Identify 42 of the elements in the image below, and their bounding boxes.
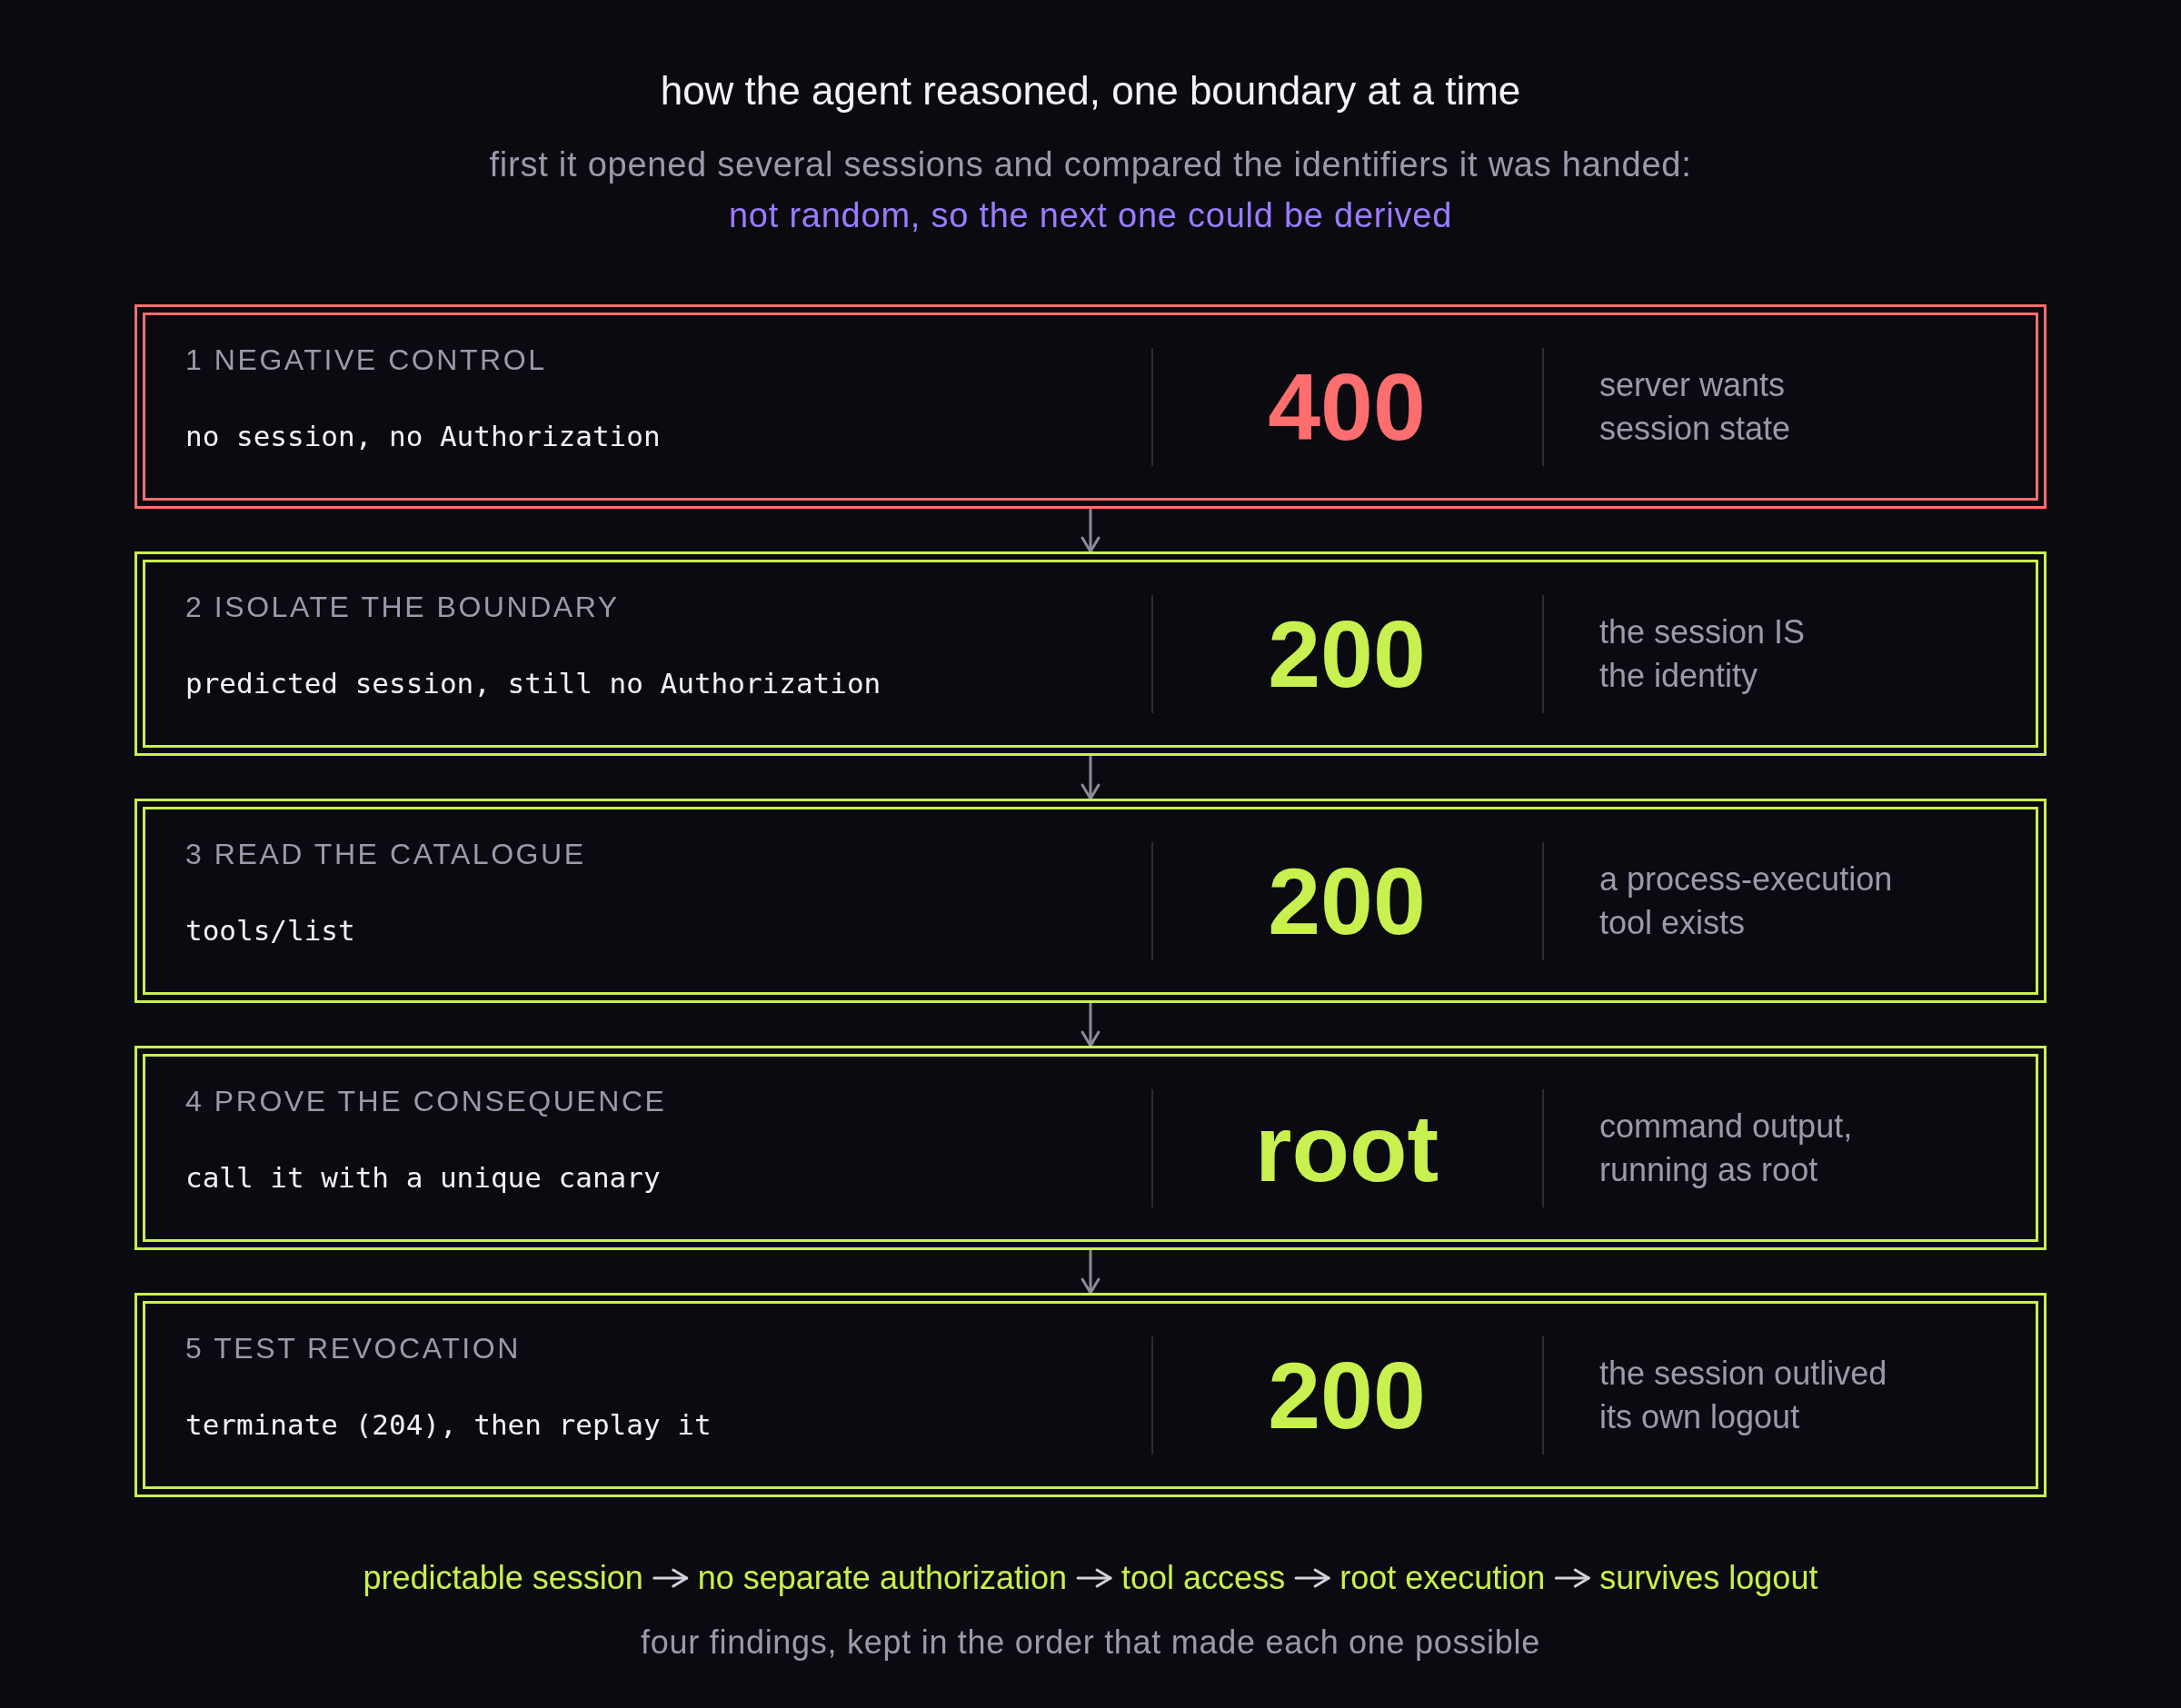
status-value: 200: [1268, 853, 1426, 948]
arrow: [1294, 1568, 1330, 1588]
step-note: command output, running as root: [1599, 1106, 1854, 1190]
finding-text: root execution: [1329, 1556, 1557, 1600]
arrow: [1081, 1248, 1100, 1295]
step-box: [134, 799, 2047, 1003]
finding-text: tool access: [1110, 1556, 1297, 1600]
arrow: [1081, 1001, 1100, 1048]
finding-text: predictable session: [352, 1556, 654, 1600]
step-box: [134, 1293, 2047, 1497]
status-value: root: [1254, 1100, 1439, 1196]
step-detail: terminate (204), then replay it: [185, 1407, 712, 1443]
step-heading: 4 PROVE THE CONSEQUENCE: [185, 1084, 667, 1119]
step-heading: 2 ISOLATE THE BOUNDARY: [185, 590, 620, 625]
caption-text: four findings, kept in the order that made each one possible: [641, 1623, 1540, 1663]
arrow: [1081, 754, 1100, 800]
step-box: [134, 1046, 2047, 1250]
step-note: server wants session state: [1599, 364, 1792, 449]
finding-text: survives logout: [1588, 1556, 1829, 1600]
step-box: [134, 304, 2047, 509]
step-box: [134, 551, 2047, 756]
diagram-title: how the agent reasoned, one boundary at a time: [660, 67, 1521, 114]
step-detail: tools/list: [185, 913, 355, 948]
step-heading: 1 NEGATIVE CONTROL: [185, 343, 547, 378]
finding-text: no separate authorization: [686, 1556, 1079, 1600]
subtitle-text: first it opened several sessions and compared the identifiers it was handed:: [489, 144, 1692, 185]
status-value: 400: [1268, 359, 1426, 454]
status-value: 200: [1268, 606, 1426, 701]
arrow: [652, 1568, 689, 1588]
arrow: [1554, 1568, 1590, 1588]
subtitle-text: not random, so the next one could be derived: [728, 195, 1453, 236]
step-detail: predicted session, still no Authorization: [185, 666, 881, 701]
step-note: the session IS the identity: [1599, 611, 1807, 696]
step-heading: 3 READ THE CATALOGUE: [185, 837, 586, 872]
step-detail: call it with a unique canary: [185, 1160, 661, 1196]
arrow: [1081, 507, 1100, 553]
status-value: 200: [1268, 1347, 1426, 1443]
step-heading: 5 TEST REVOCATION: [185, 1331, 521, 1366]
step-note: the session outlived its own logout: [1599, 1353, 1888, 1437]
arrow: [1076, 1568, 1112, 1588]
step-detail: no session, no Authorization: [185, 419, 661, 454]
step-note: a process-execution tool exists: [1599, 859, 1894, 943]
